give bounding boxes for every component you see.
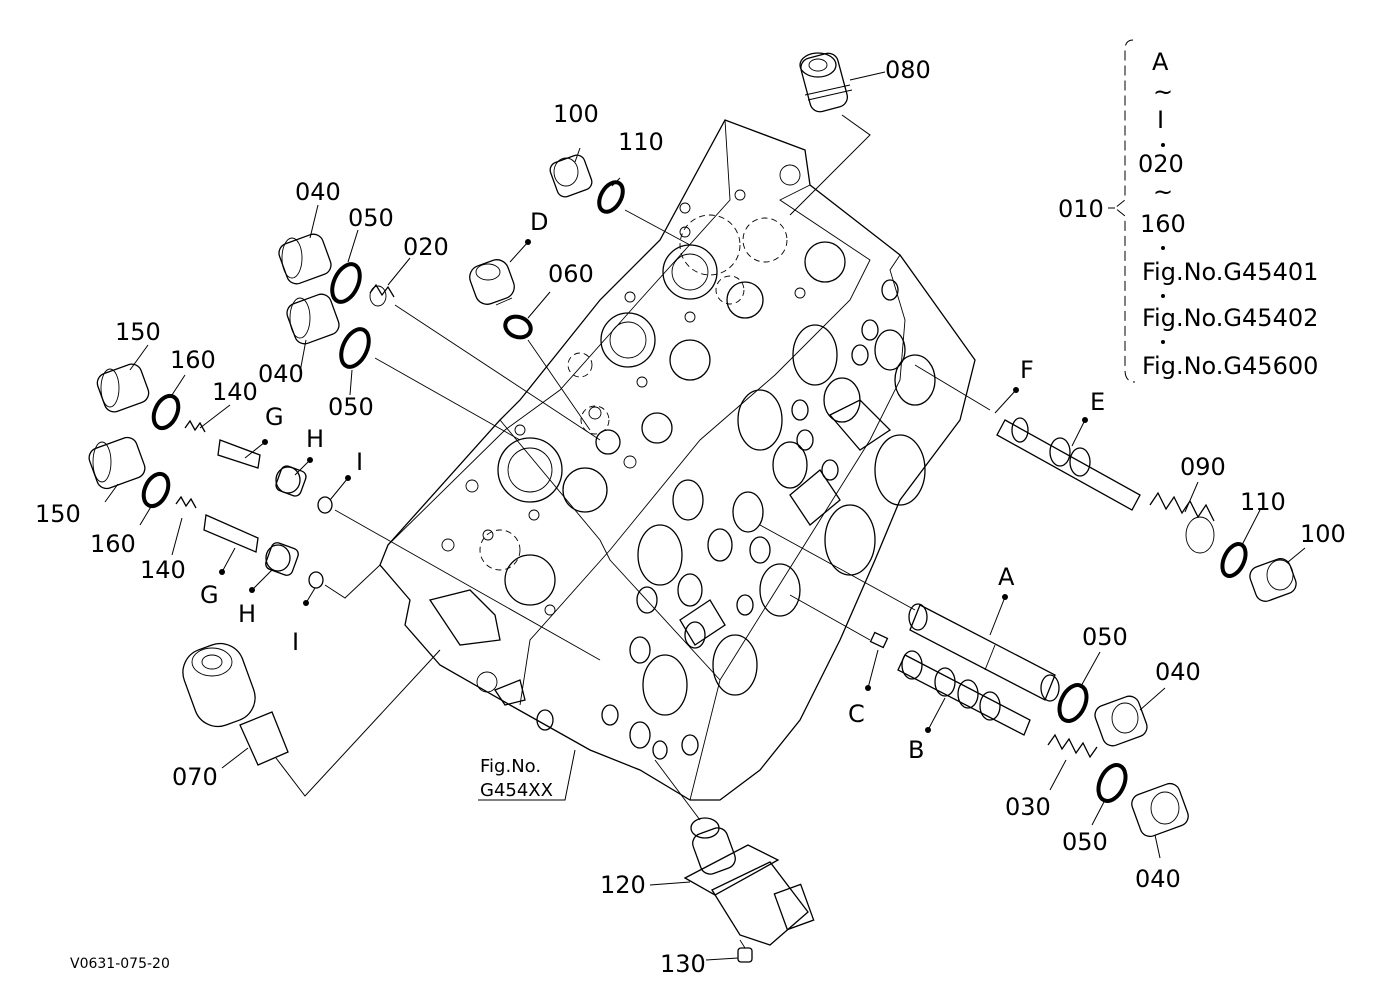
callout-050-right-upper: 050	[1082, 623, 1128, 651]
spool-G-lower	[203, 514, 259, 575]
part-150-lower	[88, 436, 146, 490]
group-ref-G45600: Fig.No.G45600	[1142, 352, 1318, 380]
o-ring-110-top	[597, 180, 625, 214]
callout-040-middle: 040	[258, 360, 304, 388]
callout-F: F	[1020, 356, 1034, 384]
group-item-I: I	[1157, 106, 1164, 134]
callout-H-lower: H	[238, 600, 256, 628]
callout-050-middle: 050	[328, 393, 374, 421]
spring-140-lower	[175, 495, 197, 509]
part-080	[799, 52, 853, 113]
o-ring-050-middle	[339, 327, 371, 369]
bolt-130	[737, 939, 753, 963]
callout-090: 090	[1180, 453, 1226, 481]
o-ring-050-upper	[330, 262, 362, 304]
spool-E	[996, 417, 1141, 511]
callout-H-upper: H	[306, 425, 324, 453]
callout-040-right-upper: 040	[1155, 658, 1201, 686]
callout-020: 020	[403, 233, 449, 261]
group-tilde-2: ~	[1153, 178, 1173, 206]
part-120-solenoid	[683, 817, 815, 946]
part-040-right-lower	[1131, 782, 1189, 838]
o-ring-050-right-upper	[1057, 683, 1089, 723]
group-item-160: 160	[1140, 210, 1186, 238]
part-020-spring	[369, 283, 395, 307]
callout-040-right-lower: 040	[1135, 865, 1181, 893]
callout-100-top: 100	[553, 100, 599, 128]
callout-C: C	[848, 700, 865, 728]
part-100-right	[1249, 558, 1297, 602]
fig-ref-line1: Fig.No.	[480, 756, 541, 777]
callout-150-lower: 150	[35, 500, 81, 528]
callout-050-upper: 050	[348, 204, 394, 232]
callout-080: 080	[885, 56, 931, 84]
callout-100-right: 100	[1300, 520, 1346, 548]
callout-070: 070	[172, 763, 218, 791]
callout-150-upper: 150	[115, 318, 161, 346]
part-040-middle	[286, 293, 340, 345]
group-bracket	[1114, 39, 1136, 383]
callout-110-right: 110	[1240, 488, 1286, 516]
callout-B: B	[908, 736, 924, 764]
group-label-010: 010	[1058, 195, 1104, 223]
callout-120: 120	[600, 871, 646, 899]
assembly-group-010: 010 A ~ I 020 ~ 160 Fig.No.G45401 Fig.No…	[1058, 48, 1318, 380]
spool-G-upper	[217, 439, 268, 469]
group-ref-G45402: Fig.No.G45402	[1142, 304, 1318, 332]
o-ring-160-upper	[151, 393, 181, 431]
o-ring-110-right	[1220, 542, 1248, 578]
callout-160-upper: 160	[170, 346, 216, 374]
spring-030	[1047, 733, 1098, 759]
callout-030: 030	[1005, 793, 1051, 821]
group-ref-G45401: Fig.No.G45401	[1142, 258, 1318, 286]
callout-160-lower: 160	[90, 530, 136, 558]
callout-A: A	[998, 563, 1015, 591]
spring-090	[1149, 491, 1215, 522]
spool-A	[908, 594, 1060, 702]
part-150-upper	[96, 363, 150, 413]
callout-labels: 080 100 110 040 050 020 D 060 040 050 15…	[35, 56, 1346, 978]
group-item-020: 020	[1138, 150, 1184, 178]
drawing-code: V0631-075-20	[70, 956, 170, 972]
callout-I-lower: I	[292, 628, 299, 656]
callout-110-top: 110	[618, 128, 664, 156]
callout-060: 060	[548, 260, 594, 288]
o-ring-060	[503, 314, 533, 340]
group-tilde-1: ~	[1153, 78, 1173, 106]
callout-050-right-lower: 050	[1062, 828, 1108, 856]
callout-E: E	[1090, 388, 1105, 416]
part-040-right-upper	[1094, 695, 1148, 747]
o-ring-160-lower	[141, 471, 171, 509]
part-D-valve	[469, 259, 515, 306]
callout-130: 130	[660, 950, 706, 978]
spring-140-upper	[184, 419, 206, 433]
valve-body	[379, 119, 976, 801]
fig-ref-line2: G454XX	[480, 780, 553, 801]
callout-G-upper: G	[265, 403, 284, 431]
callout-140-lower: 140	[140, 556, 186, 584]
pin-C	[865, 631, 889, 691]
group-item-A: A	[1152, 48, 1169, 76]
o-ring-050-right-lower	[1096, 763, 1128, 803]
callout-140-upper: 140	[212, 378, 258, 406]
spool-B	[897, 650, 1031, 736]
callout-040-upper: 040	[295, 178, 341, 206]
callout-D: D	[530, 208, 548, 236]
callout-G-lower: G	[200, 581, 219, 609]
part-070-solenoid	[182, 642, 289, 766]
callout-I-upper: I	[356, 448, 363, 476]
part-100-top	[549, 154, 593, 198]
ring-I-lower	[303, 571, 324, 606]
part-040-upper	[278, 233, 332, 285]
